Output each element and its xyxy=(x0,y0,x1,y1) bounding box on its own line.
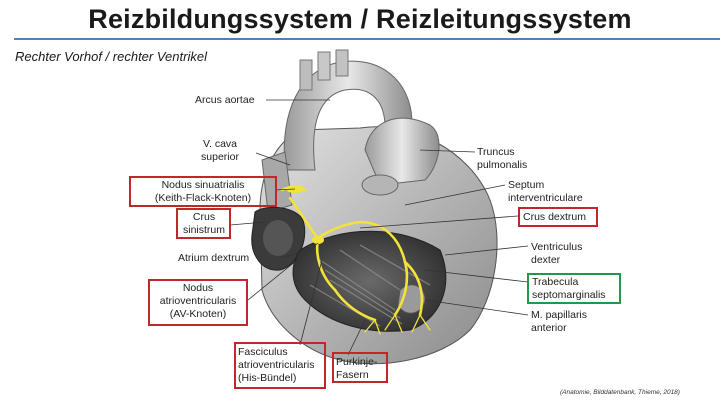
highlight-box-crus-sinistrum xyxy=(176,208,231,239)
highlight-box-nodus-atrioventricularis xyxy=(148,279,248,326)
pulmonary-trunk xyxy=(364,117,440,186)
slide-subtitle: Rechter Vorhof / rechter Ventrikel xyxy=(15,49,207,64)
label-crus-dextrum: Crus dextrum xyxy=(523,211,587,223)
label-nodus-sinuatrialis: Nodus sinuatrialis(Keith-Flack-Knoten) xyxy=(154,179,252,204)
highlight-box-trabecula xyxy=(527,273,621,304)
label-purkinje: Purkinje-Fasern xyxy=(336,356,378,381)
highlight-box-fasciculus xyxy=(234,342,326,389)
av-node xyxy=(312,236,324,244)
conduction-pathway xyxy=(280,185,424,322)
highlight-box-nodus-sinuatrialis xyxy=(129,176,277,207)
label-arcus-aortae: Arcus aortae xyxy=(195,94,255,106)
highlight-box-purkinje xyxy=(332,352,388,383)
label-atrium-dextrum: Atrium dextrum xyxy=(178,252,250,264)
title-divider xyxy=(14,38,720,40)
highlight-box-crus-dextrum xyxy=(518,207,598,227)
image-credit: (Anatomie, Bilddatenbank, Thieme, 2018) xyxy=(560,389,680,396)
slide-title: Reizbildungssystem / Reizleitungssystem xyxy=(88,4,632,34)
vena-cava xyxy=(261,151,293,213)
